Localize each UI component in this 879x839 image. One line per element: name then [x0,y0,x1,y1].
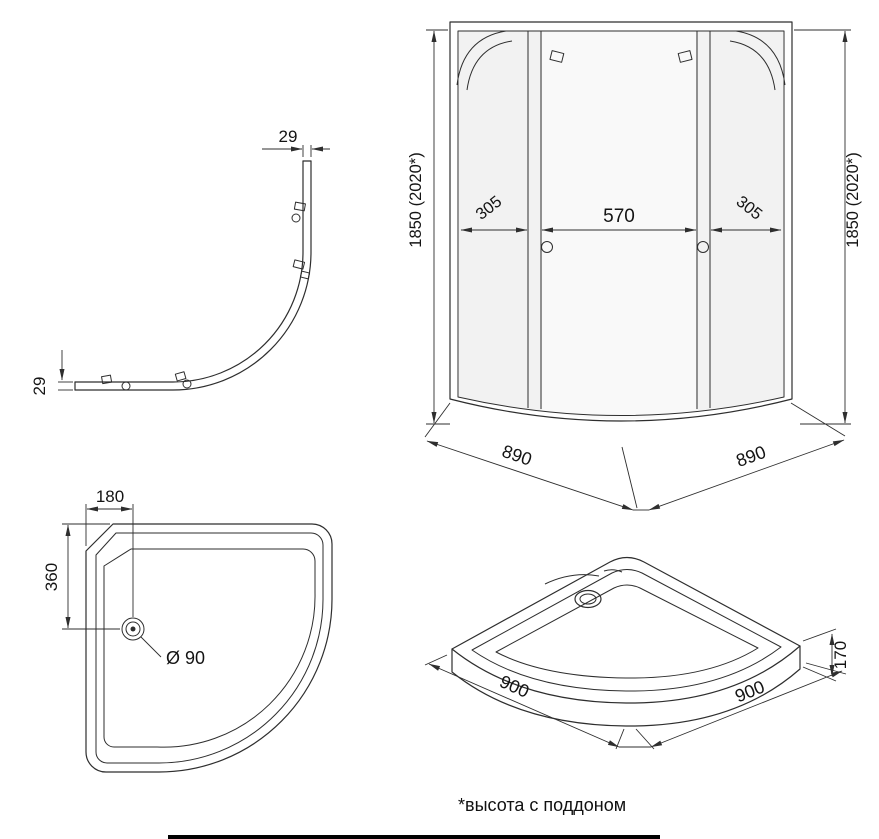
cropped-bottom-bar [168,835,660,839]
bracket [293,201,306,212]
corner-rail-arc [456,30,507,86]
door-handle [697,241,709,253]
ext-line [635,728,655,750]
drain-ring-outer [121,617,145,641]
dim-label-height-left: 1850 (2020*) [407,152,425,247]
ext-line [790,402,846,437]
dim-label-drain-offset-x: 180 [96,487,124,506]
dim-label-profile-top: 29 [279,127,298,146]
footnote-height-with-tray: *высота с поддоном [458,795,627,815]
tray-plan-view: Ø 90 180 360 [42,487,333,773]
bracket [299,270,311,280]
tray-floor [103,548,316,748]
ext-line [424,402,451,438]
door-roller [549,50,565,63]
frame-outer [449,21,793,422]
dim-line [426,440,634,511]
ext-line [621,446,638,509]
drain-ring-inner [579,593,597,605]
ext-line [802,628,837,642]
tray-outline [85,523,333,773]
enclosure-front-view: 1850 (2020*) 1850 (2020*) 305 570 305 89… [407,21,862,511]
frame-inner [457,30,785,416]
dim-label-tray-height: 170 [831,641,850,669]
bracket [101,374,113,385]
dim-label-base-right: 890 [733,442,768,471]
corner-rail-arc [735,30,786,86]
door-roller [677,50,693,63]
dim-label-profile-side: 29 [30,377,49,396]
door-handle [541,241,553,253]
corner-rail-arc [466,40,513,91]
glass-profile-top-view: 29 29 [30,127,330,395]
roller-circle [291,213,301,223]
dim-label-height-right: 1850 (2020*) [844,152,862,247]
door-glass-fill [542,31,696,420]
dim-label-tray-side-left: 900 [497,671,533,701]
drain-ring-outer [574,589,602,609]
profile-inner-line [74,160,304,383]
tray-rim [95,532,324,764]
roller-circle [182,379,192,389]
ext-line [424,654,448,666]
roller-circle [121,381,131,391]
leader-line [140,636,162,658]
dim-label-drain-offset-y: 360 [42,563,61,591]
bracket [292,259,306,270]
rim-highlight [544,574,600,585]
drain-ring-inner [125,621,141,637]
profile-outer-line [74,160,312,391]
bracket [174,371,187,382]
rim-highlight [603,569,623,573]
tray-rim-inset [471,569,782,692]
drain-center [130,626,136,632]
dim-label-door-opening: 570 [603,206,635,227]
dim-label-base-left: 890 [499,441,534,470]
tray-perspective-view: 170 900 900 [424,556,850,750]
dim-label-drain-diameter: Ø 90 [166,648,205,668]
dim-label-tray-side-right: 900 [732,677,767,707]
dim-line [650,670,843,748]
tray-floor-inset [495,584,759,679]
dim-line [428,663,620,748]
corner-rail-arc [729,40,776,91]
dim-line [648,439,845,511]
